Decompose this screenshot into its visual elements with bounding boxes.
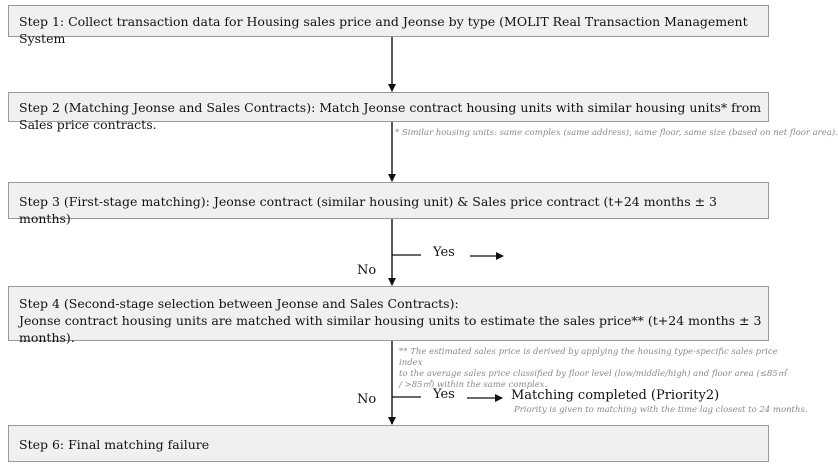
connector-layer: [388, 37, 504, 425]
step-2-text: Step 2 (Matching Jeonse and Sales Contra…: [19, 100, 762, 132]
no-label-2: No: [357, 392, 377, 407]
yes-label-2: Yes: [433, 387, 455, 402]
yes-label-1: Yes: [433, 245, 455, 260]
matching-completed-label: Matching completed (Priority2): [511, 388, 720, 403]
step-4-box: Step 4 (Second-stage selection between J…: [8, 286, 769, 345]
estimated-price-note: ** The estimated sales price is derived …: [399, 347, 789, 391]
estimated-note-line-1: ** The estimated sales price is derived …: [399, 347, 778, 368]
estimated-note-line-3: / >85㎡) within the same complex.: [399, 380, 548, 390]
no-label-1: No: [357, 263, 377, 278]
step-1-box: Step 1: Collect transaction data for Hou…: [8, 5, 769, 46]
step-6-box: Step 6: Final matching failure: [8, 425, 769, 462]
step-6-text: Step 6: Final matching failure: [19, 437, 210, 452]
estimated-note-line-2: to the average sales price classified by…: [399, 369, 787, 379]
step-1-text: Step 1: Collect transaction data for Hou…: [19, 14, 748, 46]
step-4-line-1: Step 4 (Second-stage selection between J…: [19, 296, 459, 311]
similar-units-note: * Similar housing units: same complex (s…: [395, 128, 838, 138]
step-3-text: Step 3 (First-stage matching): Jeonse co…: [19, 194, 718, 226]
priority-note: Priority is given to matching with the t…: [514, 405, 808, 415]
step-2-box: Step 2 (Matching Jeonse and Sales Contra…: [8, 92, 769, 132]
step-3-box: Step 3 (First-stage matching): Jeonse co…: [8, 182, 769, 226]
step-4-line-2: Jeonse contract housing units are matche…: [19, 313, 762, 345]
